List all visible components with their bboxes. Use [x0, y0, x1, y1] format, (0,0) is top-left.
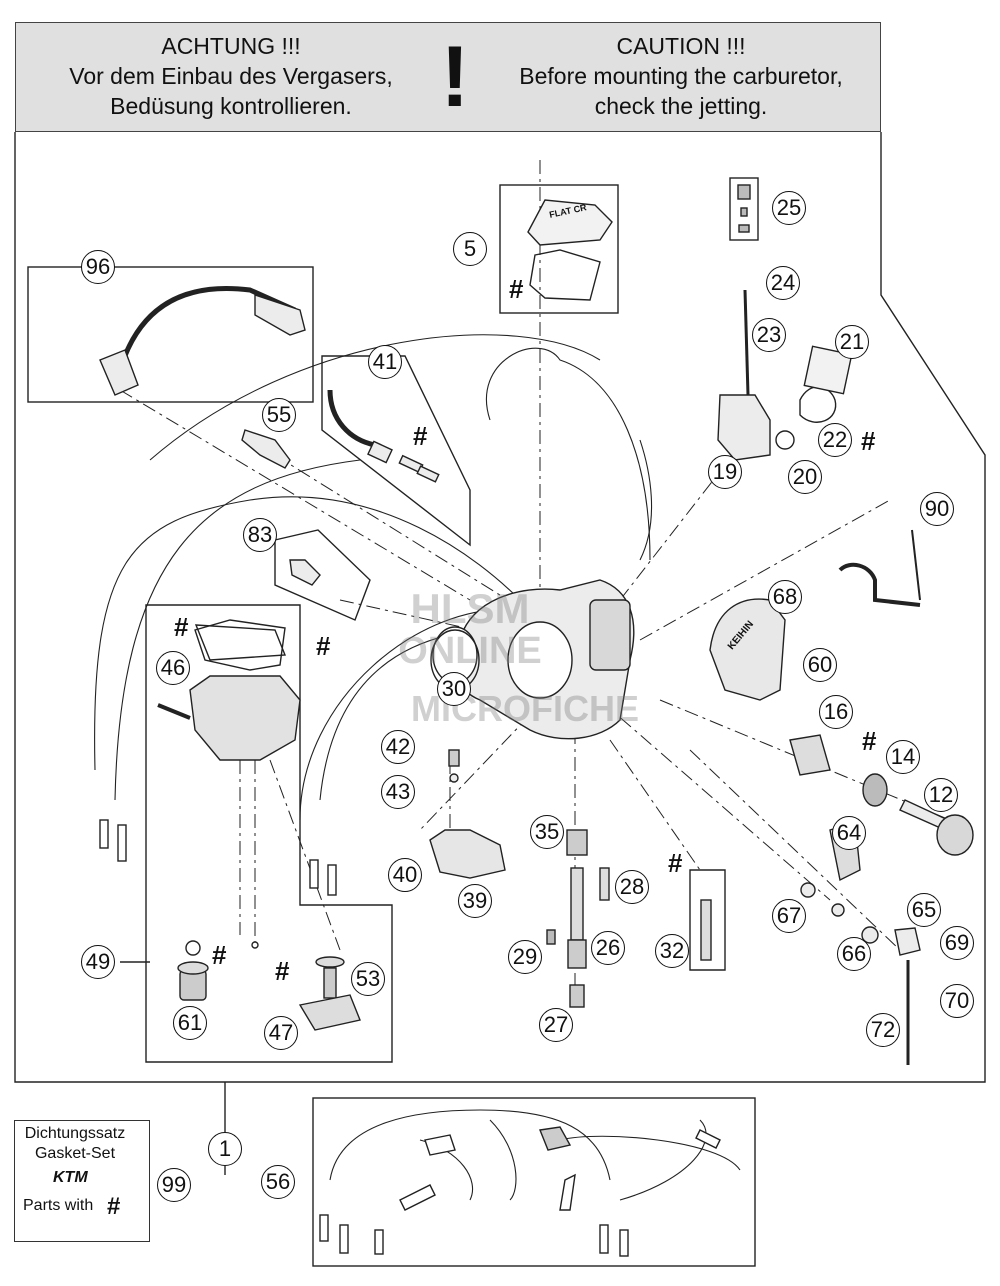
callout-65: 65: [907, 893, 941, 927]
callout-46: 46: [156, 651, 190, 685]
callout-67: 67: [772, 899, 806, 933]
callout-27: 27: [539, 1008, 573, 1042]
callout-35: 35: [530, 815, 564, 849]
warning-de-title: ACHTUNG !!!: [161, 33, 301, 59]
hash-marker: #: [316, 631, 331, 661]
callout-21: 21: [835, 325, 869, 359]
warning-banner: ACHTUNG !!! Vor dem Einbau des Vergasers…: [15, 22, 881, 132]
gasket-set-line1: Dichtungssatz: [24, 1125, 126, 1142]
callout-30: 30: [437, 672, 471, 706]
hash-marker: #: [509, 274, 524, 304]
hash-marker: #: [174, 612, 189, 642]
callout-14: 14: [886, 740, 920, 774]
hash-marker: #: [413, 421, 428, 451]
callout-61: 61: [173, 1006, 207, 1040]
frame-83: [274, 529, 371, 621]
callout-41: 41: [368, 345, 402, 379]
callout-25: 25: [772, 191, 806, 225]
callout-32: 32: [655, 934, 689, 968]
warning-de-line1: Vor dem Einbau des Vergasers,: [69, 63, 393, 89]
callout-72: 72: [866, 1013, 900, 1047]
callout-5: 5: [453, 232, 487, 266]
callout-53: 53: [351, 962, 385, 996]
callout-96: 96: [81, 250, 115, 284]
hash-marker: #: [861, 426, 876, 456]
callout-83: 83: [243, 518, 277, 552]
callout-68: 68: [768, 580, 802, 614]
hash-marker: #: [275, 956, 290, 986]
warning-german: ACHTUNG !!! Vor dem Einbau des Vergasers…: [36, 31, 426, 121]
callout-40: 40: [388, 858, 422, 892]
callout-16: 16: [819, 695, 853, 729]
callout-43: 43: [381, 775, 415, 809]
warning-de-line2: Bedüsung kontrollieren.: [110, 93, 352, 119]
frame-41: [321, 355, 471, 547]
callout-90: 90: [920, 492, 954, 526]
warning-en-line1: Before mounting the carburetor,: [519, 63, 843, 89]
hash-marker: #: [862, 726, 877, 756]
ktm-logo: KTM: [53, 1169, 88, 1186]
callout-26: 26: [591, 931, 625, 965]
callout-64: 64: [832, 816, 866, 850]
gasket-set-line2: Gasket-Set: [34, 1145, 116, 1162]
gasket-set-line3: Parts with: [23, 1197, 94, 1214]
frame-5: [499, 184, 619, 314]
callout-69: 69: [940, 926, 974, 960]
callout-60: 60: [803, 648, 837, 682]
hash-marker: #: [212, 940, 227, 970]
frame-56: [312, 1097, 756, 1267]
warning-en-title: CAUTION !!!: [616, 33, 746, 59]
frame-25: [729, 177, 759, 241]
callout-39: 39: [458, 884, 492, 918]
callout-99: 99: [157, 1168, 191, 1202]
frame-96: [27, 266, 314, 403]
callout-56: 56: [261, 1165, 295, 1199]
main-frame: [14, 132, 986, 1083]
gasket-set-hash: #: [107, 1193, 121, 1220]
callout-22: 22: [818, 423, 852, 457]
callout-49: 49: [81, 945, 115, 979]
callout-1: 1: [208, 1132, 242, 1166]
callout-66: 66: [837, 937, 871, 971]
callout-20: 20: [788, 460, 822, 494]
callout-24: 24: [766, 266, 800, 300]
warning-english: CAUTION !!! Before mounting the carburet…: [486, 31, 876, 121]
callout-42: 42: [381, 730, 415, 764]
callout-55: 55: [262, 398, 296, 432]
warning-en-line2: check the jetting.: [594, 93, 768, 119]
watermark-line2: ONLINE: [398, 630, 542, 672]
callout-12: 12: [924, 778, 958, 812]
callout-47: 47: [264, 1016, 298, 1050]
gasket-set-box: Dichtungssatz Gasket-Set KTM Parts with …: [14, 1120, 150, 1242]
callout-23: 23: [752, 318, 786, 352]
callout-29: 29: [508, 940, 542, 974]
warning-exclamation-icon: !: [440, 29, 470, 125]
callout-70: 70: [940, 984, 974, 1018]
callout-19: 19: [708, 455, 742, 489]
frame-32: [689, 869, 726, 971]
watermark-line1: HLSM: [410, 585, 530, 632]
frame-49: [145, 604, 393, 1063]
watermark-line3: MICROFICHE: [411, 688, 639, 729]
hash-marker: #: [668, 848, 683, 878]
callout-28: 28: [615, 870, 649, 904]
